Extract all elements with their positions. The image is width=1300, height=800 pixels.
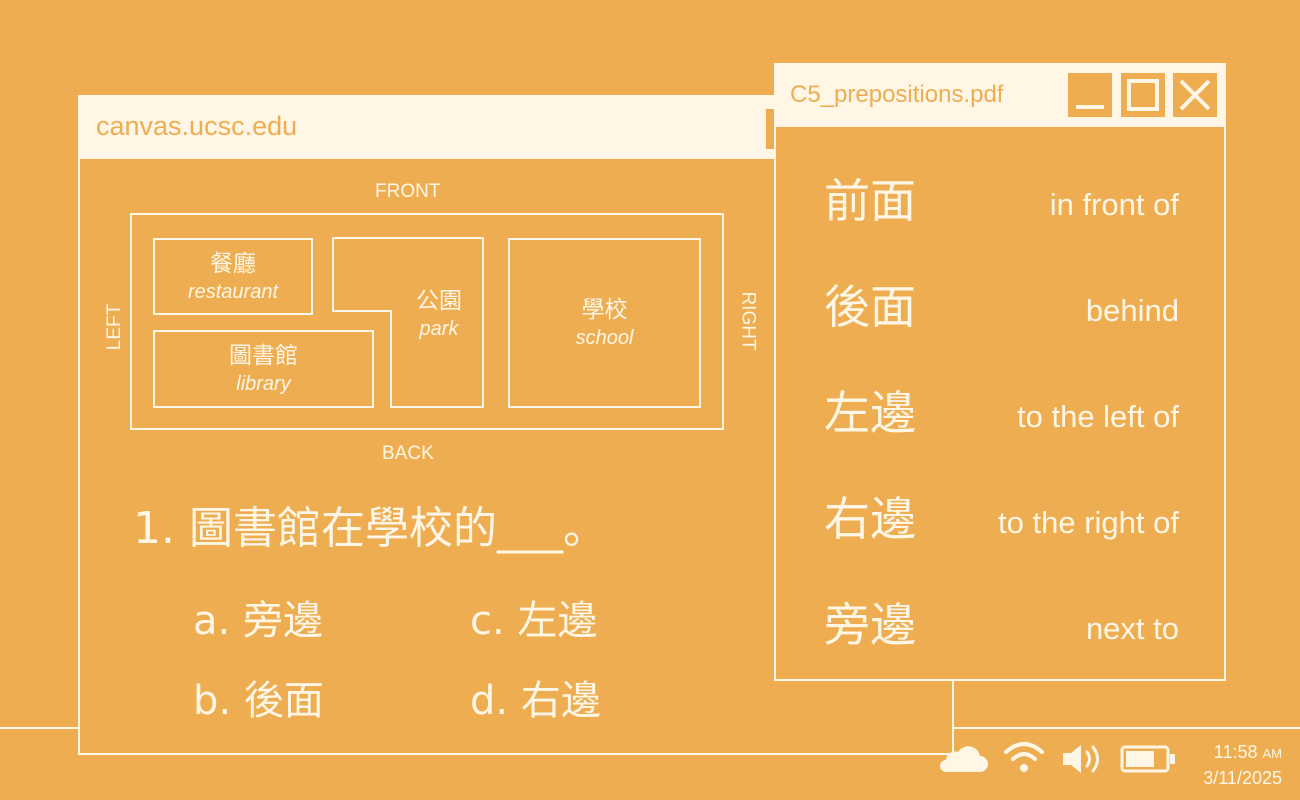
minimize-button[interactable]	[1068, 73, 1112, 117]
restaurant-en-label: restaurant	[187, 280, 279, 303]
map-diagram	[130, 213, 724, 430]
vocab-en-behind: behind	[1085, 293, 1179, 328]
map-block-library: 圖書館 library	[153, 330, 374, 408]
battery-icon[interactable]	[1120, 745, 1178, 773]
cloud-icon[interactable]	[936, 742, 988, 776]
vocab-en-left: to the left of	[1017, 399, 1179, 434]
map-block-school: 學校 school	[508, 238, 701, 408]
vocab-zh-next: 旁邊	[824, 598, 916, 652]
quiz-question: 1. 圖書館在學校的___。	[133, 503, 607, 554]
quiz-option-b[interactable]: b. 後面	[193, 678, 324, 724]
system-clock[interactable]: 11:58 AM 3/11/2025	[1190, 740, 1282, 791]
clock-time-row: 11:58 AM	[1190, 740, 1282, 766]
clock-date: 3/11/2025	[1203, 768, 1282, 788]
vocab-zh-right: 右邊	[824, 492, 916, 546]
map-label-back: BACK	[382, 443, 434, 464]
vocab-en-right: to the right of	[998, 505, 1179, 540]
library-zh-label: 圖書館	[229, 343, 298, 369]
library-en-label: library	[236, 373, 291, 395]
vocab-zh-behind: 後面	[824, 280, 916, 334]
close-icon	[1179, 79, 1211, 111]
quiz-option-c[interactable]: c. 左邊	[470, 598, 598, 644]
close-button[interactable]	[1173, 73, 1217, 117]
minimize-icon	[1076, 105, 1104, 109]
maximize-icon	[1127, 79, 1159, 111]
restaurant-zh-label: 餐廳	[210, 250, 256, 277]
park-zh-label: 公園	[416, 288, 462, 314]
clock-ampm: AM	[1262, 746, 1283, 761]
clock-time: 11:58	[1213, 742, 1258, 762]
park-label: 公園 park	[395, 286, 483, 342]
school-en-label: school	[575, 327, 634, 349]
vocab-en-front: in front of	[1049, 187, 1179, 222]
pdf-title-bar[interactable]: C5_prepositions.pdf	[776, 65, 1224, 127]
pdf-title: C5_prepositions.pdf	[790, 81, 1004, 108]
browser-scroll-tab	[766, 109, 776, 149]
vocab-en-next: next to	[1085, 611, 1179, 646]
park-en-label: park	[419, 318, 459, 340]
map-block-restaurant: 餐廳 restaurant	[153, 238, 313, 315]
vocab-zh-front: 前面	[824, 174, 916, 228]
school-zh-label: 學校	[581, 297, 628, 323]
quiz-option-d[interactable]: d. 右邊	[470, 678, 601, 724]
map-block-park	[332, 237, 484, 408]
browser-url[interactable]: canvas.ucsc.edu	[96, 111, 298, 141]
vocab-zh-left: 左邊	[824, 386, 916, 440]
map-label-left: LEFT	[104, 303, 126, 351]
quiz-option-a[interactable]: a. 旁邊	[193, 598, 323, 644]
wifi-icon[interactable]	[1003, 740, 1045, 774]
maximize-button[interactable]	[1121, 73, 1165, 117]
volume-icon[interactable]	[1060, 742, 1104, 776]
map-label-front: FRONT	[375, 181, 441, 202]
map-label-right: RIGHT	[737, 291, 759, 351]
pdf-window[interactable]: C5_prepositions.pdf 前面 in front of 後面 be…	[774, 63, 1226, 681]
